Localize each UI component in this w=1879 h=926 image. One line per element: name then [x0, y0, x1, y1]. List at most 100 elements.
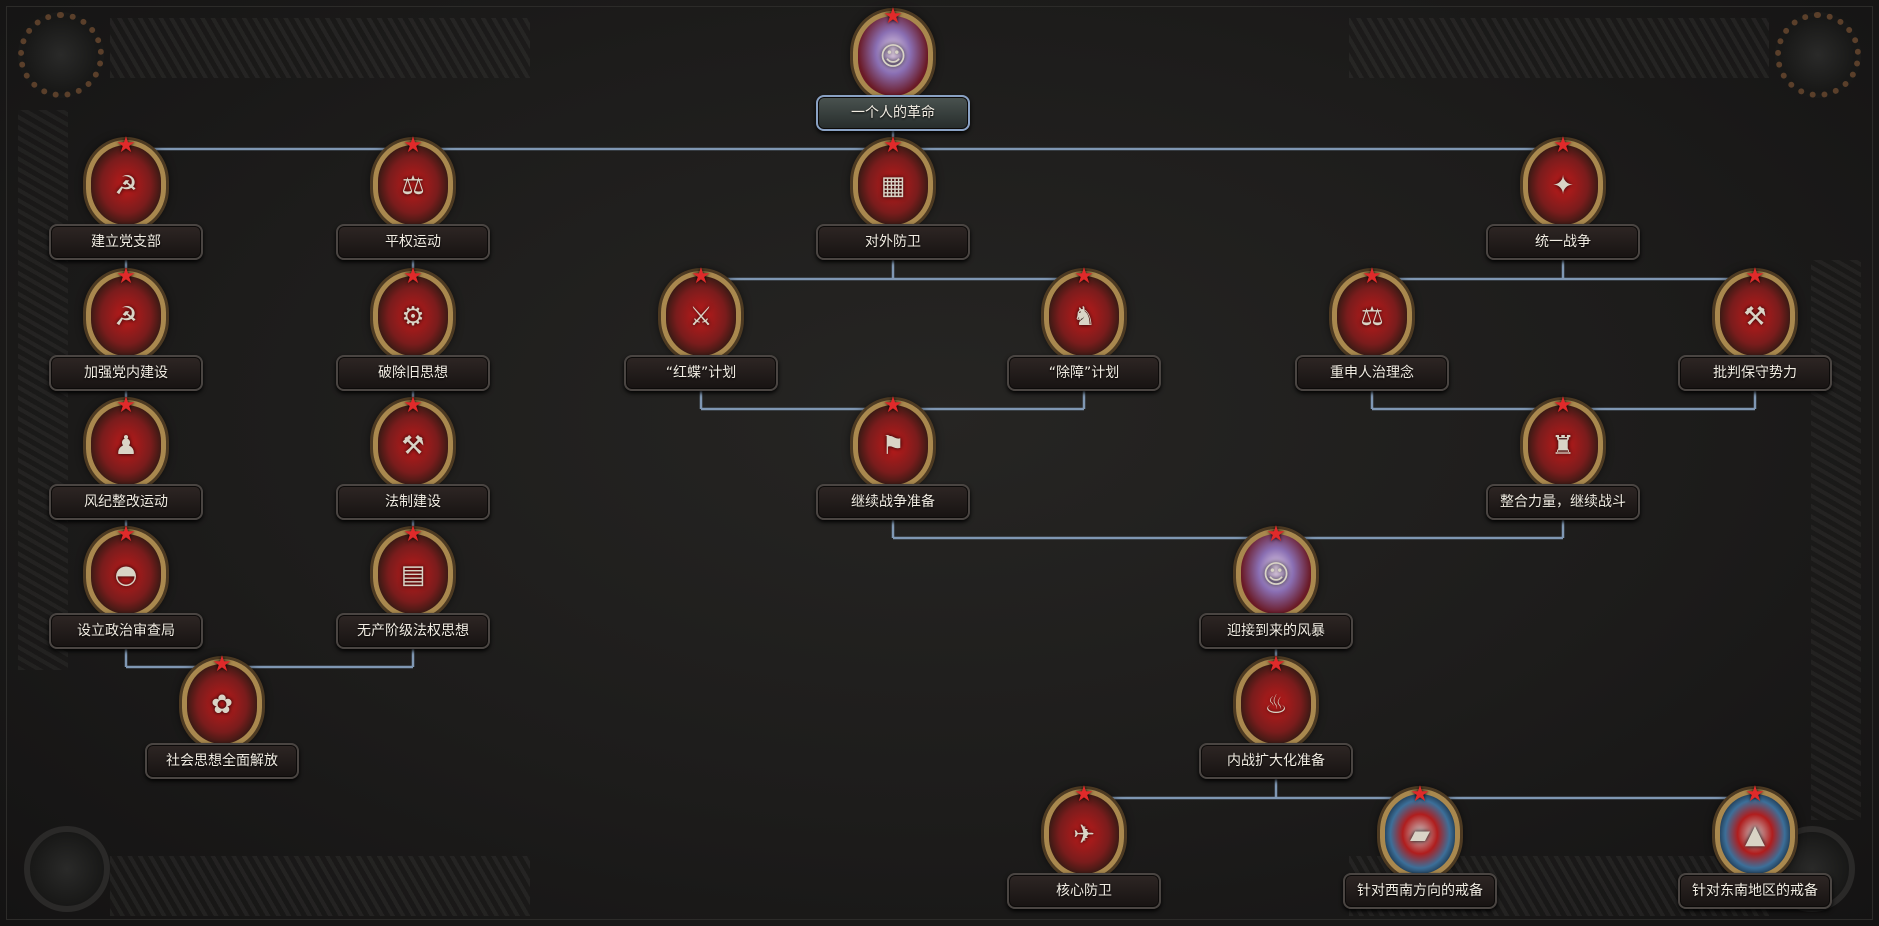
soldier-icon[interactable]: ♞★ — [1044, 264, 1124, 361]
plane-icon-glyph: ✈ — [1073, 820, 1095, 850]
portrait-icon-glyph: ☺ — [879, 42, 907, 72]
focus-discipline[interactable]: ♟★风纪整改运动 — [49, 393, 203, 520]
red-star-icon: ★ — [403, 522, 423, 547]
red-star-icon: ★ — [1074, 264, 1094, 289]
focus-label[interactable]: 平权运动 — [336, 224, 490, 260]
focus-criticize-conservatives[interactable]: ⚒★批判保守势力 — [1678, 264, 1832, 391]
bunker-map-icon-glyph: ▲ — [1745, 820, 1765, 850]
focus-clear-obstacles[interactable]: ♞★“除障”计划 — [1007, 264, 1161, 391]
focus-label[interactable]: 设立政治审查局 — [49, 613, 203, 649]
focus-label[interactable]: 批判保守势力 — [1678, 355, 1832, 391]
crowd-icon-glyph: ♟ — [114, 431, 138, 461]
focus-label[interactable]: “红蝶”计划 — [624, 355, 778, 391]
focus-legal-system[interactable]: ⚒★法制建设 — [336, 393, 490, 520]
focus-break-old-ideas[interactable]: ⚙★破除旧思想 — [336, 264, 490, 391]
ballot-box-icon[interactable]: ☭★ — [86, 264, 166, 361]
focus-label[interactable]: 对外防卫 — [816, 224, 970, 260]
wreath-icon — [1775, 12, 1861, 98]
focus-southeast[interactable]: ▲★针对东南地区的戒备 — [1678, 782, 1832, 909]
gavel-icon[interactable]: ⚒★ — [373, 393, 453, 490]
focus-label[interactable]: 一个人的革命 — [816, 95, 970, 131]
focus-equal-rights[interactable]: ⚖★平权运动 — [336, 133, 490, 260]
rally-icon[interactable]: ⚑★ — [853, 393, 933, 490]
portrait-icon[interactable]: ☺★ — [1236, 522, 1316, 619]
focus-label[interactable]: 法制建设 — [336, 484, 490, 520]
book-icon-glyph: ▤ — [400, 560, 426, 590]
tank-map-icon-glyph: ▰ — [1410, 820, 1430, 850]
focus-label[interactable]: 无产阶级法权思想 — [336, 613, 490, 649]
focus-label[interactable]: 破除旧思想 — [336, 355, 490, 391]
focus-root[interactable]: ☺★一个人的革命 — [816, 4, 970, 131]
focus-political-review[interactable]: ◓★设立政治审查局 — [49, 522, 203, 649]
portrait-icon-glyph: ☺ — [1262, 560, 1290, 590]
focus-label[interactable]: 重申人治理念 — [1295, 355, 1449, 391]
red-star-icon: ★ — [212, 652, 232, 677]
soviet-star-icon-glyph: ☭ — [114, 171, 138, 201]
focus-rule-of-people[interactable]: ⚖★重申人治理念 — [1295, 264, 1449, 391]
focus-civil-war-prep[interactable]: ♨★内战扩大化准备 — [1199, 652, 1353, 779]
focus-prepare-war[interactable]: ⚑★继续战争准备 — [816, 393, 970, 520]
troops-icon[interactable]: ♜★ — [1523, 393, 1603, 490]
fire-icon[interactable]: ♨★ — [1236, 652, 1316, 749]
soviet-star-icon[interactable]: ☭★ — [86, 133, 166, 230]
flowers-icon-glyph: ✿ — [211, 690, 233, 720]
red-star-icon: ★ — [403, 393, 423, 418]
focus-liberation[interactable]: ✿★社会思想全面解放 — [145, 652, 299, 779]
red-star-icon: ★ — [1745, 782, 1765, 807]
hammer-icon[interactable]: ⚒★ — [1715, 264, 1795, 361]
crowd-icon[interactable]: ♟★ — [86, 393, 166, 490]
bunker-map-icon[interactable]: ▲★ — [1715, 782, 1795, 879]
red-star-icon: ★ — [1266, 652, 1286, 677]
focus-label[interactable]: “除障”计划 — [1007, 355, 1161, 391]
focus-label[interactable]: 迎接到来的风暴 — [1199, 613, 1353, 649]
focus-party-building[interactable]: ☭★加强党内建设 — [49, 264, 203, 391]
focus-red-butterfly[interactable]: ⚔★“红蝶”计划 — [624, 264, 778, 391]
focus-unification-war[interactable]: ✦★统一战争 — [1486, 133, 1640, 260]
focus-label[interactable]: 统一战争 — [1486, 224, 1640, 260]
focus-proletarian-law[interactable]: ▤★无产阶级法权思想 — [336, 522, 490, 649]
red-star-icon: ★ — [883, 4, 903, 29]
focus-consolidate[interactable]: ♜★整合力量，继续战斗 — [1486, 393, 1640, 520]
red-star-icon: ★ — [1553, 133, 1573, 158]
focus-label[interactable]: 继续战争准备 — [816, 484, 970, 520]
focus-label[interactable]: 社会思想全面解放 — [145, 743, 299, 779]
ballot-box-icon-glyph: ☭ — [114, 302, 138, 332]
book-icon[interactable]: ▤★ — [373, 522, 453, 619]
focus-southwest[interactable]: ▰★针对西南方向的戒备 — [1343, 782, 1497, 909]
scales-icon[interactable]: ⚖★ — [373, 133, 453, 230]
focus-label[interactable]: 风纪整改运动 — [49, 484, 203, 520]
focus-label[interactable]: 内战扩大化准备 — [1199, 743, 1353, 779]
tank-map-icon[interactable]: ▰★ — [1380, 782, 1460, 879]
focus-party-branch[interactable]: ☭★建立党支部 — [49, 133, 203, 260]
officer-cap-icon[interactable]: ◓★ — [86, 522, 166, 619]
red-star-icon: ★ — [1362, 264, 1382, 289]
red-star-icon: ★ — [883, 393, 903, 418]
focus-external-defense[interactable]: ▦★对外防卫 — [816, 133, 970, 260]
plane-icon[interactable]: ✈★ — [1044, 782, 1124, 879]
red-star-icon: ★ — [1410, 782, 1430, 807]
scales-icon[interactable]: ⚖★ — [1332, 264, 1412, 361]
focus-label[interactable]: 核心防卫 — [1007, 873, 1161, 909]
gavel-icon-glyph: ⚒ — [401, 431, 425, 461]
portrait-icon[interactable]: ☺★ — [853, 4, 933, 101]
eagle-icon-glyph: ✦ — [1552, 171, 1574, 201]
focus-label[interactable]: 整合力量，继续战斗 — [1486, 484, 1640, 520]
red-star-icon: ★ — [1553, 393, 1573, 418]
fortification-icon[interactable]: ▦★ — [853, 133, 933, 230]
focus-label[interactable]: 针对东南地区的戒备 — [1678, 873, 1832, 909]
focus-label[interactable]: 建立党支部 — [49, 224, 203, 260]
red-star-icon: ★ — [691, 264, 711, 289]
hammer-icon-glyph: ⚒ — [1743, 302, 1767, 332]
focus-label[interactable]: 针对西南方向的戒备 — [1343, 873, 1497, 909]
focus-label[interactable]: 加强党内建设 — [49, 355, 203, 391]
focus-coming-storm[interactable]: ☺★迎接到来的风暴 — [1199, 522, 1353, 649]
artillery-icon-glyph: ⚔ — [689, 302, 713, 332]
frame-ornament — [1811, 260, 1861, 820]
eagle-icon[interactable]: ✦★ — [1523, 133, 1603, 230]
flowers-icon[interactable]: ✿★ — [182, 652, 262, 749]
focus-core-defense[interactable]: ✈★核心防卫 — [1007, 782, 1161, 909]
frame-ornament — [110, 18, 530, 78]
machinery-icon-glyph: ⚙ — [401, 302, 425, 332]
artillery-icon[interactable]: ⚔★ — [661, 264, 741, 361]
machinery-icon[interactable]: ⚙★ — [373, 264, 453, 361]
